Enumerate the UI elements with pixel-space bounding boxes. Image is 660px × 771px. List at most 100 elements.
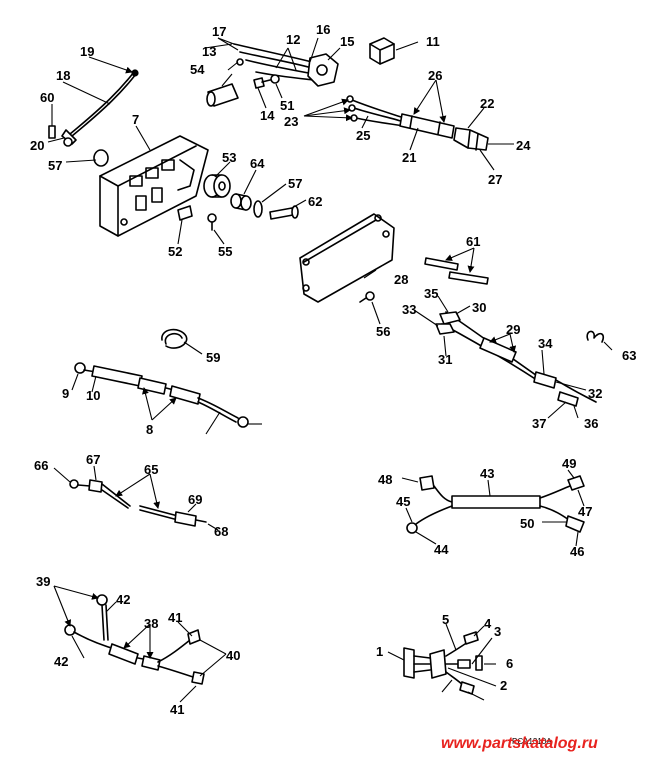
callout-10: 10 [86, 388, 100, 403]
leader-lines [47, 37, 613, 703]
callout-52: 52 [168, 244, 182, 259]
part-cable-38 [64, 594, 205, 685]
callout-57: 57 [48, 158, 62, 173]
part-fuse-holder [206, 83, 239, 107]
callout-45: 45 [396, 494, 410, 509]
callout-11: 11 [426, 34, 440, 49]
callout-1: 1 [376, 644, 383, 659]
callout-50: 50 [520, 516, 534, 531]
callout-41b: 41 [170, 702, 184, 717]
callout-42b: 42 [54, 654, 68, 669]
callout-20: 20 [30, 138, 44, 153]
callout-9: 9 [62, 386, 69, 401]
callout-41: 41 [168, 610, 182, 625]
callout-37: 37 [532, 416, 546, 431]
part-spacer [230, 193, 252, 211]
callout-53: 53 [222, 150, 236, 165]
callout-17: 17 [212, 24, 226, 39]
callout-6: 6 [506, 656, 513, 671]
part-grommet-51 [270, 74, 280, 84]
callout-27: 27 [488, 172, 502, 187]
part-screw-56 [359, 291, 375, 303]
callout-36: 36 [584, 416, 598, 431]
callout-2: 2 [500, 678, 507, 693]
callout-59: 59 [206, 350, 220, 365]
callout-26: 26 [428, 68, 442, 83]
part-connector-1 [403, 631, 483, 695]
part-clamp-59 [161, 328, 188, 349]
callout-49: 49 [562, 456, 576, 471]
callout-21: 21 [402, 150, 416, 165]
callout-55: 55 [218, 244, 232, 259]
part-module-box [99, 135, 209, 237]
part-harness-43 [406, 475, 585, 534]
part-harness-29 [435, 311, 597, 407]
callout-61: 61 [466, 234, 480, 249]
part-washer-57b [253, 200, 263, 218]
callout-4: 4 [484, 616, 492, 631]
callout-13: 13 [202, 44, 216, 59]
watermark: www.partskatalog.ru [441, 735, 598, 752]
callout-14: 14 [260, 108, 275, 123]
callout-25: 25 [356, 128, 370, 143]
callout-3: 3 [494, 624, 501, 639]
part-cover-plate [299, 213, 395, 303]
callout-57b: 57 [288, 176, 302, 191]
callout-66: 66 [34, 458, 48, 473]
part-bushing [203, 174, 231, 198]
callout-22: 22 [480, 96, 494, 111]
callout-24: 24 [516, 138, 531, 153]
callout-60: 60 [40, 90, 54, 105]
callout-29: 29 [506, 322, 520, 337]
callout-43: 43 [480, 466, 494, 481]
drawing-code: PCA1310A [512, 737, 552, 746]
callout-33: 33 [402, 302, 416, 317]
part-clip-63 [586, 330, 605, 343]
part-screw-55 [207, 213, 217, 231]
callout-44: 44 [434, 542, 449, 557]
callout-63: 63 [622, 348, 636, 363]
callout-35: 35 [424, 286, 438, 301]
callout-46: 46 [570, 544, 584, 559]
callout-8: 8 [146, 422, 153, 437]
callout-42: 42 [116, 592, 130, 607]
callout-32: 32 [588, 386, 602, 401]
callout-56: 56 [376, 324, 390, 339]
callout-34: 34 [538, 336, 553, 351]
callout-23: 23 [284, 114, 298, 129]
callout-48: 48 [378, 472, 392, 487]
callout-30: 30 [472, 300, 486, 315]
callout-labels: 1 2 3 4 5 6 7 8 9 10 11 12 13 14 15 16 1… [30, 22, 636, 752]
part-cable-8 [74, 362, 249, 428]
part-pins-61 [424, 257, 489, 285]
callout-69: 69 [188, 492, 202, 507]
callout-64: 64 [250, 156, 265, 171]
callout-38: 38 [144, 616, 158, 631]
part-harness-21 [346, 95, 489, 151]
callout-7: 7 [132, 112, 139, 127]
callout-16: 16 [316, 22, 330, 37]
callout-28: 28 [394, 272, 408, 287]
callout-31: 31 [438, 352, 452, 367]
callout-12: 12 [286, 32, 300, 47]
part-washer-57 [93, 149, 109, 167]
callout-47: 47 [578, 504, 592, 519]
callout-5: 5 [442, 612, 449, 627]
part-relay [369, 37, 395, 65]
callout-19: 19 [80, 44, 94, 59]
callout-68: 68 [214, 524, 228, 539]
part-bolt-62 [269, 205, 299, 220]
callout-15: 15 [340, 34, 354, 49]
callout-65: 65 [144, 462, 158, 477]
callout-62: 62 [308, 194, 322, 209]
part-clip-52 [177, 205, 193, 221]
part-terminal-14 [253, 77, 271, 89]
callout-67: 67 [86, 452, 100, 467]
callout-18: 18 [56, 68, 70, 83]
part-cable-65 [69, 479, 207, 527]
callout-40: 40 [226, 648, 240, 663]
callout-51: 51 [280, 98, 294, 113]
part-harness-connector [233, 43, 339, 87]
callout-39: 39 [36, 574, 50, 589]
